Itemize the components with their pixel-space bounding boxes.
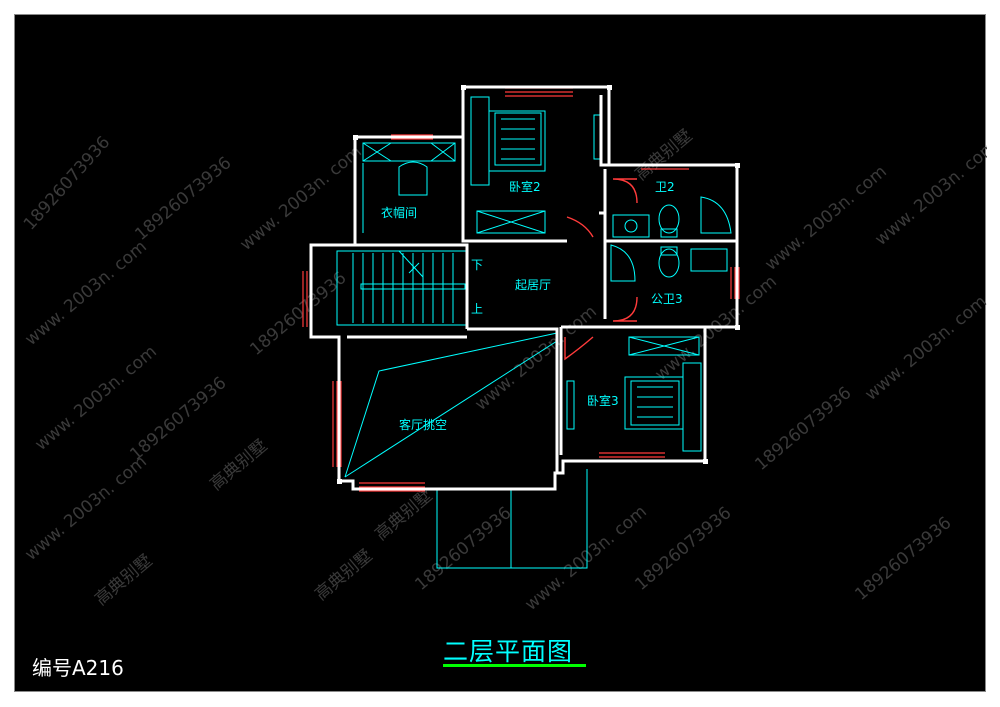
watermark-phone: 18926073936	[751, 383, 855, 475]
watermark-brand: 高典别墅	[631, 126, 696, 185]
cloakroom-label: 衣帽间	[381, 205, 417, 220]
watermark-site: www. 2003n. com	[236, 142, 365, 255]
stair-up-label: 上	[471, 302, 483, 316]
watermark-brand: 高典别墅	[371, 486, 436, 545]
watermark-site: www. 2003n. com	[761, 162, 890, 275]
walls	[309, 85, 739, 491]
hall-void-lines	[344, 332, 558, 478]
title-underline	[443, 664, 586, 667]
bedroom3-furniture	[566, 336, 702, 452]
watermark-brand: 高典别墅	[206, 436, 271, 495]
porch-outline	[436, 469, 588, 569]
bedroom3-label: 卧室3	[587, 393, 619, 408]
bedroom2-furniture	[470, 96, 603, 234]
floor-plan: 18926073936 18926073936 www. 2003n. com …	[20, 85, 987, 615]
room-labels: 卧室2 衣帽间 卫2 起居厅 公卫3 客厅挑空 卧室3 下 上	[381, 179, 683, 432]
watermark-phone: 18926073936	[246, 268, 350, 360]
watermark-brand: 高典别墅	[91, 551, 156, 610]
cloakroom-furniture	[362, 142, 456, 233]
watermark-phone: 18926073936	[131, 153, 235, 245]
watermark-layer: 18926073936 18926073936 www. 2003n. com …	[20, 126, 987, 615]
living-room-label: 起居厅	[515, 278, 551, 292]
watermark-brand: 高典别墅	[311, 546, 376, 605]
wall-details	[337, 85, 740, 484]
watermark-site: www. 2003n. com	[521, 502, 650, 615]
hall-void-label: 客厅挑空	[399, 417, 447, 432]
bath2-label: 卫2	[655, 180, 675, 194]
public-bath3-label: 公卫3	[651, 292, 683, 306]
watermark-site: www. 2003n. com	[21, 452, 150, 565]
watermark-site: www. 2003n. com	[861, 292, 987, 405]
watermark-phone: 18926073936	[126, 373, 230, 465]
stair-down-label: 下	[471, 258, 483, 272]
drawing-code: 编号A216	[32, 656, 124, 680]
drawing-canvas: 18926073936 18926073936 www. 2003n. com …	[14, 14, 987, 692]
drawing-title: 二层平面图	[443, 637, 574, 666]
watermark-site: www. 2003n. com	[21, 237, 150, 350]
watermark-site: www. 2003n. com	[871, 137, 987, 250]
bedroom2-label: 卧室2	[509, 179, 541, 194]
watermark-phone: 18926073936	[411, 503, 515, 595]
watermark-site: www. 2003n. com	[471, 302, 600, 415]
watermark-phone: 18926073936	[851, 513, 955, 605]
door-swings	[564, 178, 638, 361]
bathroom-fixtures	[610, 196, 732, 282]
staircase	[336, 250, 468, 326]
watermark-phone: 18926073936	[20, 133, 114, 235]
